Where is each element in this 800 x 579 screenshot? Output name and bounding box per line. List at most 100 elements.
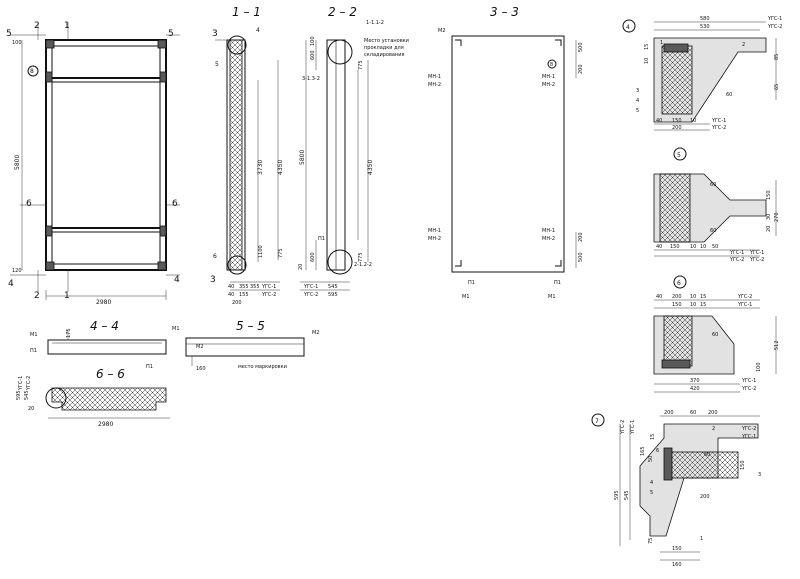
sec2-dim-775a: 775 [358, 60, 364, 70]
sec4-d175: 175 [66, 328, 72, 338]
sec3-d200b: 200 [578, 232, 584, 242]
d7-n5: 5 [650, 490, 653, 496]
d7-n4: 4 [650, 480, 653, 486]
sec1-b0: 40 [228, 284, 234, 290]
marker-1-top: 1 [64, 21, 70, 31]
sec1-lvl1: ΥΓC-1 [261, 284, 276, 290]
d4-top580: 580 [700, 16, 710, 22]
marker-1-bottom: 1 [64, 291, 70, 301]
d5-v150: 150 [766, 190, 772, 200]
sec2-dim-100: 100 [310, 36, 316, 46]
d4-b40: 40 [656, 118, 662, 124]
section-5-drawing [185, 337, 305, 366]
detail-6-callout: 6 [677, 280, 681, 287]
sec1-lvl2: ΥΓC-2 [261, 292, 276, 298]
sec2-note-3: складирования [364, 52, 405, 58]
d6-angle: 60 [712, 332, 718, 338]
d6-t150: 150 [672, 302, 682, 308]
d5-lvl2: ΥΓC-2 [729, 257, 744, 263]
detail-5 [653, 147, 777, 257]
sec3-mn2-b: МН-2 [542, 82, 555, 88]
d7-b160: 160 [672, 562, 682, 568]
sec1-dim-775: 775 [278, 248, 284, 258]
sec2-note-2: прокладки для [364, 45, 404, 51]
sec6-lvl1: ΥΓC-1 [18, 376, 24, 391]
d5-b40: 40 [656, 244, 662, 250]
sec6-d545: 545 [24, 390, 30, 400]
marker-6-right: 6 [172, 199, 178, 209]
sec5-m2b: М2 [312, 330, 320, 336]
d7-v545: 545 [624, 490, 630, 500]
d4-n1: 1 [660, 40, 663, 46]
sec4-p1b: П1 [146, 364, 153, 370]
d7-lvl3: ΥΓC-2 [741, 426, 756, 432]
elevation-height: 5800 [14, 155, 21, 170]
section-1-drawing [215, 35, 280, 291]
marker-4-right: 4 [174, 275, 180, 285]
sec1-dim-1100: 1100 [258, 245, 264, 258]
d7-angle: 60 [704, 452, 710, 458]
d7-n1: 1 [700, 536, 703, 542]
sec3-d200a: 200 [578, 64, 584, 74]
sec2-bottom-595: 595 [328, 292, 338, 298]
sec2-label-b: 3-1.3-2 [302, 76, 320, 82]
marker-6-left: 6 [26, 199, 32, 209]
marker-2-bottom: 2 [34, 291, 40, 301]
detail-4 [622, 19, 777, 131]
d4-n2: 2 [742, 42, 745, 48]
d4-n4: 4 [636, 98, 639, 104]
sec6-d2980: 2980 [98, 421, 113, 428]
sec1-marker-3-top: 3 [212, 29, 218, 39]
d4-lvl1: ΥΓC-1 [767, 16, 782, 22]
section-3-drawing [451, 35, 577, 273]
d6-lvl3: ΥΓC-1 [741, 378, 756, 384]
d6-v100: 100 [756, 362, 762, 372]
detail-4-callout: 4 [626, 24, 630, 31]
d4-lvl2: ΥΓC-2 [767, 24, 782, 30]
d6-t200: 200 [672, 294, 682, 300]
detail-6 [653, 275, 777, 393]
d4-n5: 5 [636, 108, 639, 114]
d7-n6: 6 [656, 448, 659, 454]
detail-7-callout: 7 [595, 418, 599, 425]
d6-lvl2: ΥΓC-1 [737, 302, 752, 308]
sec3-mn1-b: МН-1 [542, 74, 555, 80]
d7-n2: 2 [712, 426, 715, 432]
sec2-dim-4350: 4350 [367, 160, 374, 175]
sec3-mn2-c: МН-2 [428, 236, 441, 242]
sec1-b2: 355 [250, 284, 260, 290]
sec3-p1b: П1 [554, 280, 561, 286]
d7-v200: 200 [700, 494, 710, 500]
d6-lvl4: ΥΓC-2 [741, 386, 756, 392]
section-2-drawing [300, 39, 369, 291]
panel-elevation [10, 22, 180, 300]
sec5-note: место маркировки [238, 364, 287, 370]
sec6-d595: 595 [16, 390, 22, 400]
d7-lvl2: ΥΓC-1 [630, 420, 636, 435]
sec3-m2: М2 [438, 28, 446, 34]
marker-5-right: 5 [168, 29, 174, 39]
sec2-dim-600b: 600 [310, 252, 316, 262]
d5-v20: 20 [766, 226, 772, 232]
sec1-dim-4350: 4350 [277, 160, 284, 175]
marker-2-top: 2 [34, 21, 40, 31]
sec1-b3: 40 [228, 292, 234, 298]
sec3-mn2-d: МН-2 [542, 236, 555, 242]
d4-angle: 60 [726, 92, 732, 98]
detail-5-callout: 5 [677, 152, 681, 159]
sec1-callout-6: 6 [213, 253, 217, 260]
section-1-title: 1 – 1 [232, 5, 261, 19]
marker-5-left: 5 [6, 29, 12, 39]
d6-t15b: 15 [700, 302, 706, 308]
sec2-note-1: Место установки [364, 38, 409, 44]
d6-lvl1: ΥΓC-2 [737, 294, 752, 300]
d5-v30: 30 [766, 214, 772, 220]
sec2-label-c: 2-1.2-2 [354, 262, 372, 268]
elevation-bottom-small: 120 [12, 268, 22, 274]
d6-t10b: 10 [690, 302, 696, 308]
d7-t60: 60 [690, 410, 696, 416]
sec4-p1a: П1 [30, 348, 37, 354]
sec5-m2a: М2 [196, 344, 204, 350]
section-6-drawing [45, 387, 170, 419]
